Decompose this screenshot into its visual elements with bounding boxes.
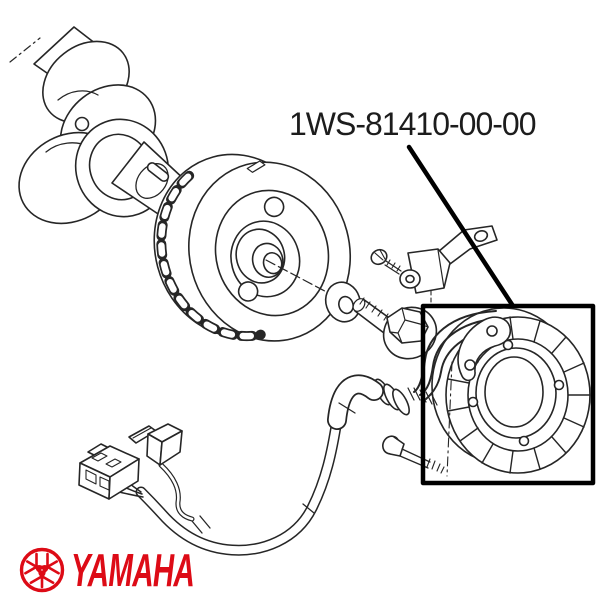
stator-screw-drawing — [382, 435, 445, 474]
line-art — [9, 26, 596, 556]
part-callout-leader-line — [406, 144, 516, 309]
flywheel-axis-leader-line — [265, 259, 337, 298]
harness-boot-drawing — [327, 374, 384, 430]
yamaha-tuning-fork-icon — [19, 547, 65, 593]
flywheel-rotor-drawing — [153, 153, 352, 342]
yamaha-wordmark: YAMAHA — [71, 544, 195, 596]
stator-assembly-drawing — [382, 307, 591, 477]
pickup-bracket-drawing — [399, 225, 498, 306]
spade-terminal-drawing — [128, 423, 183, 466]
part-number-label: 1WS-81410-00-00 — [289, 106, 536, 142]
washer-drawing — [324, 281, 362, 323]
block-connector-drawing — [78, 443, 140, 500]
stator-highlight-box — [420, 303, 596, 486]
yamaha-logo: YAMAHA — [18, 545, 263, 595]
pan-screw-drawing — [370, 248, 402, 275]
screw-axis-centerline — [446, 361, 453, 477]
harness-cable-drawing — [135, 414, 343, 556]
